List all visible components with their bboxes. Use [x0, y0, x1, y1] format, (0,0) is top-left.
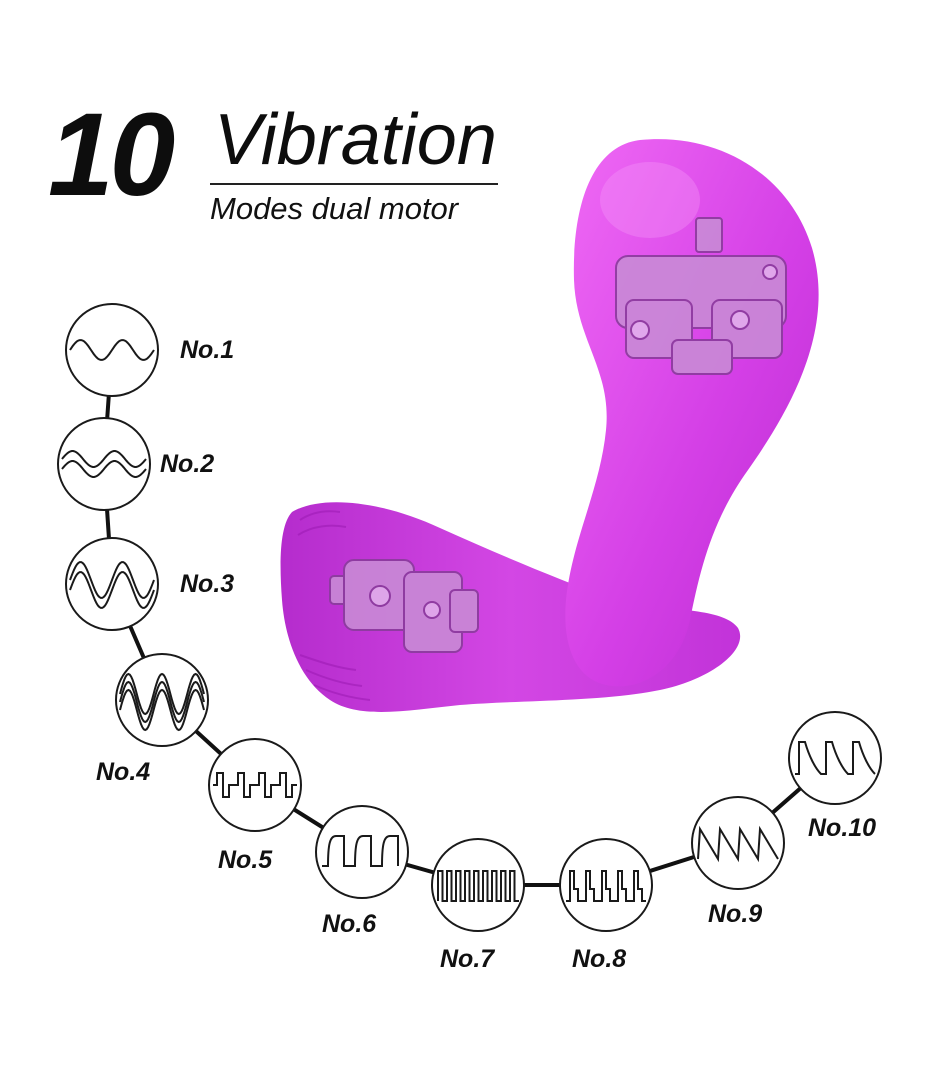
- mode-badge-6: No.6: [315, 805, 409, 938]
- mode-badge-4: No.4: [96, 653, 209, 786]
- mode-circle: [57, 417, 151, 511]
- mode-circle: [691, 796, 785, 890]
- mode-waveform-icon: [69, 339, 155, 361]
- mode-waveform-icon: [697, 825, 779, 863]
- mode-label: No.2: [160, 450, 214, 478]
- mode-waveform-icon: [566, 870, 646, 902]
- mode-circle: [65, 537, 159, 631]
- headline-title: Vibration: [214, 100, 497, 180]
- mode-label: No.4: [96, 758, 150, 786]
- mode-circle: [115, 653, 209, 747]
- mode-label: No.8: [572, 945, 626, 973]
- mode-waveform-icon: [795, 741, 876, 775]
- headline-subtitle: Modes dual motor: [210, 191, 459, 226]
- mode-badge-9: No.9: [691, 796, 785, 928]
- mode-badge-10: No.10: [788, 711, 882, 842]
- mode-waveform-icon: [61, 450, 147, 478]
- mode-badge-1: No.1: [65, 303, 234, 397]
- mode-label: No.7: [440, 945, 495, 973]
- mode-label: No.1: [180, 336, 234, 364]
- mode-circle: [788, 711, 882, 805]
- mode-label: No.10: [808, 814, 876, 842]
- mode-label: No.9: [708, 900, 762, 928]
- mode-waveform-icon: [437, 870, 519, 902]
- vibration-mode-list: No.1No.2No.3No.4No.5No.6No.7 No.8 No.9 No.1…: [57, 303, 882, 973]
- mode-circle: [315, 805, 409, 899]
- mode-label: No.6: [322, 910, 377, 938]
- headline-divider: [210, 183, 498, 185]
- mode-label: No.3: [180, 570, 234, 598]
- product-photo: [280, 139, 819, 712]
- mode-badge-2: No.2: [57, 417, 214, 511]
- mode-badge-5: No.5: [208, 738, 302, 874]
- mode-waveform-icon: [213, 772, 297, 798]
- mode-chain-line: [102, 349, 837, 887]
- mode-waveform-icon: [69, 561, 155, 609]
- mode-waveform-icon: [119, 672, 205, 732]
- mode-badge-7: No.7: [431, 838, 525, 973]
- mode-count: 10: [48, 89, 175, 221]
- mode-badge-8: No.8: [559, 838, 653, 973]
- mode-badge-3: No.3: [65, 537, 234, 631]
- product-main-body: [565, 139, 819, 687]
- motor-top: [615, 217, 787, 375]
- mode-label: No.5: [218, 846, 273, 874]
- motor-bottom: [329, 559, 479, 653]
- mode-waveform-icon: [322, 835, 399, 867]
